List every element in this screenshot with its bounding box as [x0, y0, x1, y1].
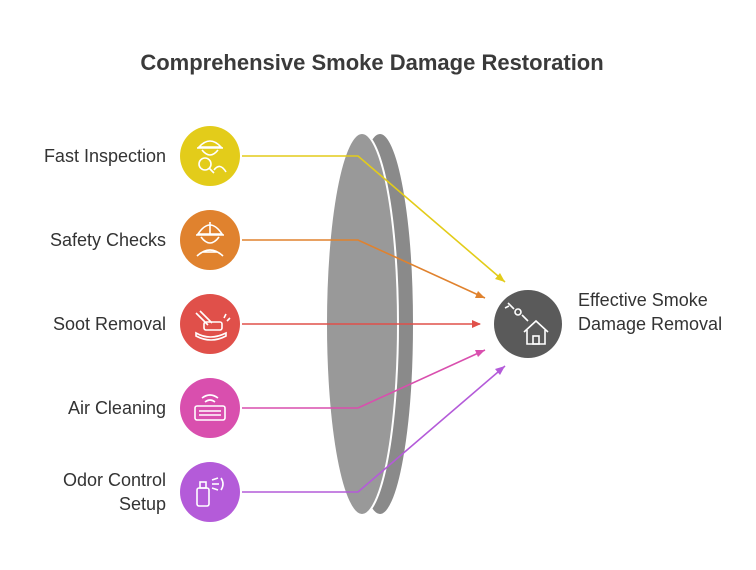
connector-soot-removal [242, 320, 481, 328]
input-label-air-cleaning: Air Cleaning [67, 398, 166, 418]
node-safety-checks [180, 210, 240, 270]
connector-fast-inspection [242, 155, 506, 283]
connector-air-cleaning [242, 349, 486, 409]
diagram-title: Comprehensive Smoke Damage Restoration [140, 50, 604, 75]
safety-worker-icon [196, 222, 224, 257]
air-purifier-icon [194, 394, 226, 421]
input-label-soot-removal: Soot Removal [52, 314, 166, 334]
spray-can-icon [196, 477, 224, 507]
node-air-cleaning [180, 378, 240, 438]
house-repair-icon [504, 302, 549, 345]
connector-odor-control [242, 365, 506, 493]
outcome-label: Effective Smoke Damage Removal [578, 290, 723, 334]
inspector-magnifier-icon [197, 140, 227, 174]
node-soot-removal [180, 294, 240, 354]
node-odor-control [180, 462, 240, 522]
outcome-node [494, 290, 562, 358]
input-label-odor-control: Odor Control Setup [62, 470, 166, 514]
node-fast-inspection [180, 126, 240, 186]
input-label-safety-checks: Safety Checks [49, 230, 166, 250]
input-label-fast-inspection: Fast Inspection [43, 146, 166, 166]
connector-safety-checks [242, 239, 486, 299]
cleaning-brush-icon [195, 310, 231, 341]
